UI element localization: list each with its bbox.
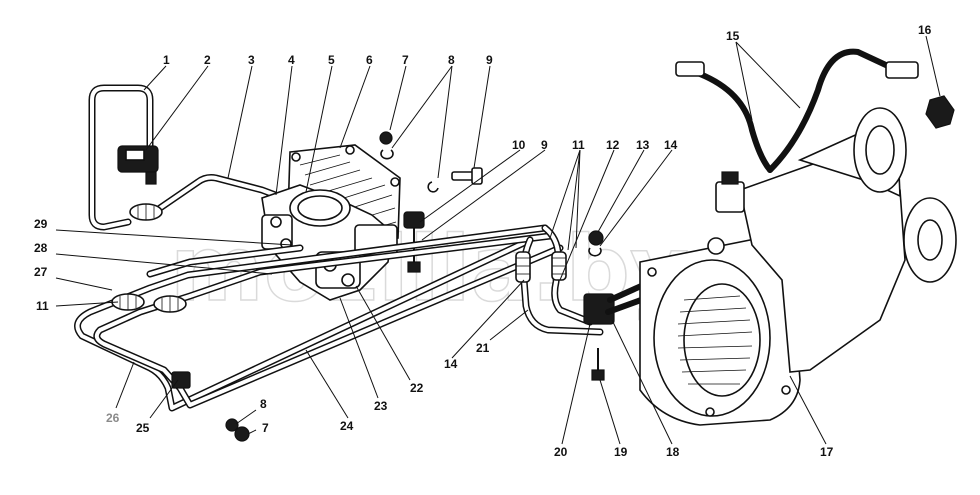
fasteners-top — [379, 131, 483, 193]
valve-block-assembly — [261, 144, 425, 301]
callout-7-top: 7 — [402, 53, 409, 67]
callout-labels: 1 2 3 4 5 6 7 8 9 10 9 11 12 13 14 15 16… — [34, 23, 932, 459]
leader-lines — [55, 35, 941, 445]
callout-14-top: 14 — [664, 138, 678, 152]
hoses-part-15 — [675, 48, 955, 173]
main-housing-part-17 — [639, 107, 957, 426]
pipe-loop-part-1 — [88, 84, 154, 231]
callout-11-top: 11 — [572, 138, 585, 152]
callout-24: 24 — [340, 419, 354, 433]
callout-20: 20 — [554, 445, 568, 459]
callout-13: 13 — [636, 138, 650, 152]
valve-part-2 — [117, 145, 159, 185]
pipe-part-3 — [129, 174, 282, 221]
callout-3: 3 — [248, 53, 255, 67]
callout-19: 19 — [614, 445, 628, 459]
callout-12: 12 — [606, 138, 620, 152]
long-pipe-bundle — [74, 224, 564, 412]
callout-6: 6 — [366, 53, 373, 67]
callout-8-bottom: 8 — [260, 397, 267, 411]
callout-2: 2 — [204, 53, 211, 67]
callout-21: 21 — [476, 341, 490, 355]
callout-4: 4 — [288, 53, 295, 67]
callout-9-mid: 9 — [541, 138, 548, 152]
callout-10: 10 — [512, 138, 526, 152]
callout-15: 15 — [726, 29, 740, 43]
callout-18: 18 — [666, 445, 680, 459]
callout-29: 29 — [34, 217, 48, 231]
callout-8-top: 8 — [448, 53, 455, 67]
callout-5: 5 — [328, 53, 335, 67]
callout-16: 16 — [918, 23, 932, 37]
callout-17: 17 — [820, 445, 834, 459]
callout-27: 27 — [34, 265, 48, 279]
callout-1: 1 — [163, 53, 170, 67]
callout-23: 23 — [374, 399, 388, 413]
callout-14-bottom: 14 — [444, 357, 458, 371]
callout-28: 28 — [34, 241, 48, 255]
callout-22: 22 — [410, 381, 424, 395]
callout-26: 26 — [106, 411, 120, 425]
callout-25: 25 — [136, 421, 150, 435]
callout-11-left: 11 — [36, 299, 49, 313]
fasteners-bottom — [225, 418, 250, 442]
callout-9-top: 9 — [486, 53, 493, 67]
callout-7-bottom: 7 — [262, 421, 269, 435]
